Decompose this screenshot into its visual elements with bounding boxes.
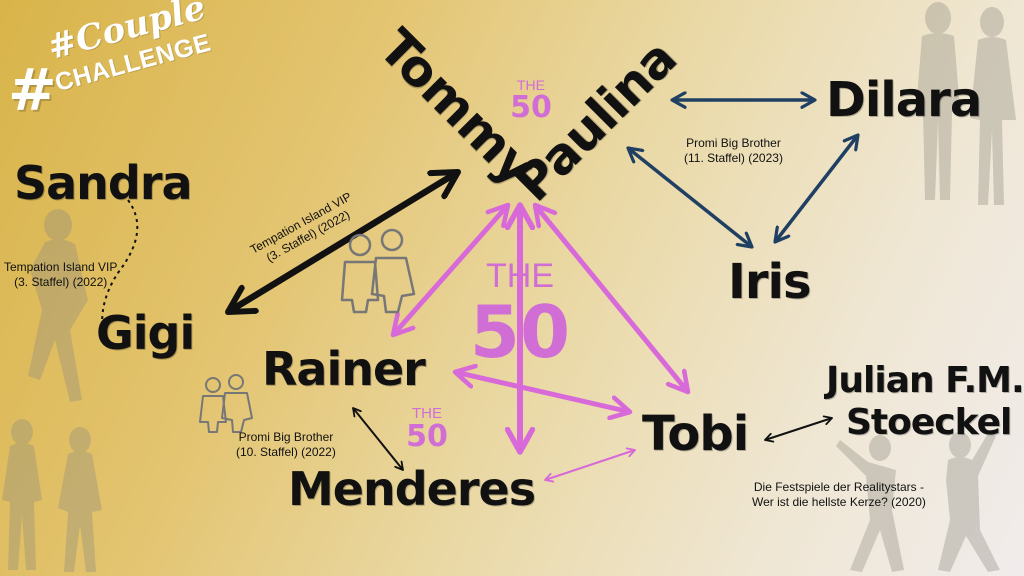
label-line: (3. Staffel) (2022) (14, 275, 108, 289)
arrow-rainer-tobi (455, 372, 630, 412)
label-line: Wer ist die hellste Kerze? (2020) (752, 495, 926, 509)
label-line: (10. Staffel) (2022) (236, 445, 336, 459)
label-line: (11. Staffel) (2023) (684, 151, 783, 165)
arrow-tommy-rainer (393, 205, 508, 335)
the50-badge-top-number: 50 (510, 90, 552, 125)
arrow-tobi-julian (765, 418, 832, 440)
arrow-tommy-tobi (535, 205, 688, 392)
arrow-paulina-iris (628, 148, 752, 247)
person-julian-line1: Julian F.M. (826, 360, 1024, 401)
label-promi-big-brother-10: Promi Big Brother (10. Staffel) (2022) (236, 430, 336, 460)
label-promi-big-brother-11: Promi Big Brother (11. Staffel) (2023) (684, 136, 783, 166)
the50-badge-top-the: THE (517, 77, 545, 93)
label-line: Die Festspiele der Realitystars - (753, 480, 924, 494)
silhouette-dancers-right (836, 430, 1000, 572)
person-julian-line2: Stoeckel (846, 402, 1012, 443)
couple-icon (340, 228, 416, 314)
couple-challenge-logo: # #Couple CHALLENGE (6, 0, 256, 124)
arrow-rainer-menderes (353, 408, 403, 470)
label-temptation-island-sandra-gigi: Tempation Island VIP (3. Staffel) (2022) (4, 260, 117, 290)
silhouette-dancer-left (28, 209, 88, 402)
the50-badge-top: THE 50 (503, 78, 559, 123)
the50-badge-small-the: THE (412, 405, 442, 422)
label-line: Tempation Island VIP (4, 260, 118, 274)
arrow-dilara-iris (775, 135, 858, 242)
silhouette-couple-top-right (916, 2, 1016, 205)
silhouette-couple-bottom-left (2, 419, 102, 572)
the50-badge-center: THE 50 (450, 258, 590, 370)
person-iris: Iris (728, 254, 812, 310)
arrow-tommy-gigi (228, 172, 458, 312)
the50-badge-small: THE 50 (395, 406, 459, 452)
the50-badge-center-number: 50 (469, 290, 571, 374)
person-rainer: Rainer (262, 342, 426, 396)
label-festspiele-der-realitystars: Die Festspiele der Realitystars - Wer is… (752, 480, 926, 510)
person-dilara: Dilara (826, 72, 982, 128)
label-line: Promi Big Brother (686, 136, 781, 150)
person-menderes: Menderes (288, 462, 536, 516)
person-tobi: Tobi (642, 406, 749, 462)
logo-hash: # (8, 56, 57, 124)
arrow-menderes-tobi (545, 450, 635, 480)
person-sandra: Sandra (14, 156, 193, 210)
person-gigi: Gigi (96, 306, 195, 360)
couple-icon-small (199, 374, 253, 433)
label-line: Promi Big Brother (238, 430, 334, 444)
the50-badge-center-the: THE (486, 257, 554, 295)
the50-badge-small-number: 50 (406, 419, 448, 454)
